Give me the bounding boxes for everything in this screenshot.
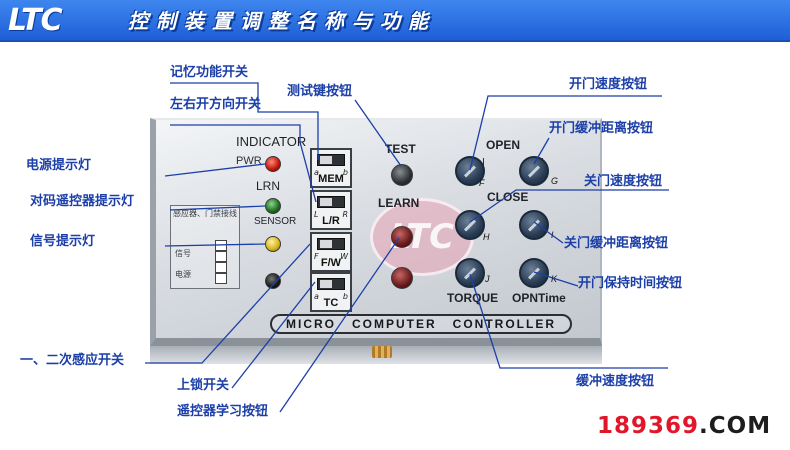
terminal-power-label: 电源 (175, 270, 191, 279)
fw-switch[interactable]: F W F/W (310, 232, 352, 272)
tc-switch-label: TC (323, 297, 339, 309)
open-label: OPEN (486, 138, 521, 152)
callout-cushion-speed: 缓冲速度按钮 (576, 374, 655, 389)
lr-switch-label: L/R (322, 215, 340, 227)
callout-open-time: 开门保持时间按钮 (578, 276, 683, 291)
terminal-header: 感应器、门禁接线 (173, 209, 237, 218)
callout-lock-switch: 上锁开关 (177, 378, 230, 393)
knob-letter: F (479, 178, 485, 188)
lr-switch[interactable]: L R L/R (310, 190, 352, 230)
callout-memory-switch: 记忆功能开关 (170, 65, 249, 80)
fw-switch-label: F/W (320, 257, 342, 269)
opntime-label: OPNTime (512, 291, 566, 305)
callout-signal-led: 信号提示灯 (30, 234, 96, 249)
learn-aux-button[interactable] (391, 267, 413, 289)
lrn-led (265, 198, 281, 214)
ltc-logo: LTC (8, 3, 63, 38)
close-speed-knob[interactable]: H (455, 210, 490, 242)
pwr-led (265, 156, 281, 172)
learn-button[interactable] (391, 226, 413, 248)
learn-label: LEARN (378, 196, 420, 210)
open-cushion-knob[interactable]: G (519, 156, 558, 186)
lrn-label: LRN (256, 179, 281, 193)
torque-knob[interactable]: J (455, 258, 490, 288)
open-time-knob[interactable]: K (519, 258, 557, 288)
callout-close-cushion: 关门缓冲距离按钮 (564, 236, 669, 251)
callout-open-cushion: 开门缓冲距离按钮 (549, 121, 654, 136)
switch-slot (317, 278, 345, 290)
switch-slot (317, 196, 345, 208)
terminal-signal-label: 信号 (175, 249, 191, 258)
page-title: 控制装置调整名称与功能 (128, 9, 436, 33)
indicator-label: INDICATOR (236, 134, 307, 149)
sensor-label: SENSOR (254, 216, 297, 227)
signal-led (265, 236, 281, 252)
sensor-terminal: 感应器、门禁接线 信号 电源 (170, 205, 240, 289)
open-speed-knob[interactable]: F (455, 156, 485, 188)
callout-remote-led: 对码遥控器提示灯 (30, 194, 135, 209)
connector-pins (372, 346, 392, 358)
callout-lr-switch: 左右开方向开关 (170, 97, 262, 112)
site-domain: .COM (699, 413, 772, 439)
callout-power-led: 电源提示灯 (26, 158, 92, 173)
switch-pos-b: R (342, 210, 348, 219)
panel-footer-label: MICRO COMPUTER CONTROLLER (270, 314, 572, 334)
callout-open-speed: 开门速度按钮 (569, 77, 648, 92)
header-bar: LTC 控制装置调整名称与功能 (0, 0, 790, 42)
mem-switch[interactable]: a b MEM (310, 148, 352, 188)
switch-pos-a: L (314, 210, 319, 219)
tc-switch[interactable]: a b TC (310, 272, 352, 312)
knob-letter: J (485, 274, 490, 284)
close-cushion-knob[interactable]: I (519, 210, 554, 240)
switch-slot (317, 154, 345, 166)
knob-letter: I (551, 230, 554, 240)
mem-switch-label: MEM (318, 173, 344, 185)
site-watermark: 189369.COM (597, 412, 771, 440)
pwr-label: PWR (236, 155, 262, 167)
close-label: CLOSE (487, 190, 529, 204)
knob-letter: G (551, 176, 559, 186)
callout-test-button: 测试键按钮 (287, 84, 353, 99)
torque-label: TORQUE (447, 291, 499, 305)
aux-led (265, 273, 281, 289)
test-button[interactable] (391, 164, 413, 186)
knob-letter: H (483, 232, 490, 242)
callout-learn-button: 遥控器学习按钮 (177, 404, 269, 419)
site-number: 189369 (597, 413, 700, 439)
knob-letter: K (551, 274, 558, 284)
callout-sensor-switch: 一、二次感应开关 (20, 353, 125, 368)
switch-pos-b: b (342, 168, 348, 177)
test-label: TEST (385, 142, 416, 156)
terminal-pins (215, 240, 227, 284)
switch-slot (317, 238, 345, 250)
callout-close-speed: 关门速度按钮 (584, 174, 663, 189)
